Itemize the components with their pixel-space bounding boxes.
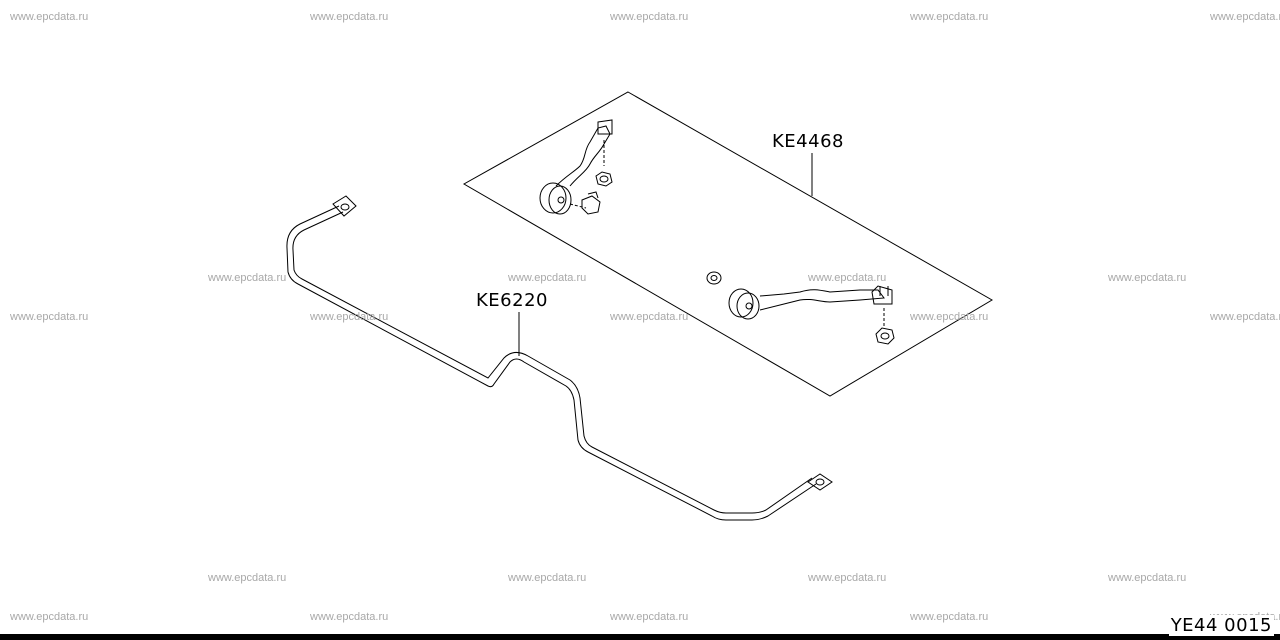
figure-reference: YE44 0015 bbox=[1168, 615, 1274, 636]
watermark: www.epcdata.ru bbox=[508, 572, 587, 584]
stabilizer-link-left bbox=[539, 119, 613, 215]
link-kit-panel bbox=[462, 91, 993, 397]
watermark: www.epcdata.ru bbox=[610, 311, 689, 323]
watermark: www.epcdata.ru bbox=[910, 611, 989, 623]
link-kit-code[interactable]: KE4468 bbox=[772, 131, 844, 152]
watermark: www.epcdata.ru bbox=[10, 611, 89, 623]
watermark: www.epcdata.ru bbox=[310, 611, 389, 623]
watermark: www.epcdata.ru bbox=[910, 11, 989, 23]
stabilizer-link-right bbox=[706, 271, 895, 345]
watermark: www.epcdata.ru bbox=[1210, 311, 1280, 323]
watermark: www.epcdata.ru bbox=[310, 311, 389, 323]
watermark: www.epcdata.ru bbox=[808, 272, 887, 284]
bar-end-left bbox=[332, 195, 357, 217]
watermark: www.epcdata.ru bbox=[10, 11, 89, 23]
bar-end-right bbox=[807, 473, 833, 491]
watermark: www.epcdata.ru bbox=[610, 611, 689, 623]
watermark: www.epcdata.ru bbox=[1108, 572, 1187, 584]
stabilizer-bar bbox=[286, 195, 833, 521]
watermark: www.epcdata.ru bbox=[208, 272, 287, 284]
watermark: www.epcdata.ru bbox=[508, 272, 587, 284]
watermark: www.epcdata.ru bbox=[1108, 272, 1187, 284]
watermark: www.epcdata.ru bbox=[310, 11, 389, 23]
watermark: www.epcdata.ru bbox=[610, 11, 689, 23]
watermark: www.epcdata.ru bbox=[910, 311, 989, 323]
watermark: www.epcdata.ru bbox=[808, 572, 887, 584]
stabilizer-bar-code[interactable]: KE6220 bbox=[476, 290, 548, 311]
watermark: www.epcdata.ru bbox=[10, 311, 89, 323]
bottom-border bbox=[0, 634, 1280, 640]
watermark: www.epcdata.ru bbox=[1210, 11, 1280, 23]
watermark: www.epcdata.ru bbox=[208, 572, 287, 584]
